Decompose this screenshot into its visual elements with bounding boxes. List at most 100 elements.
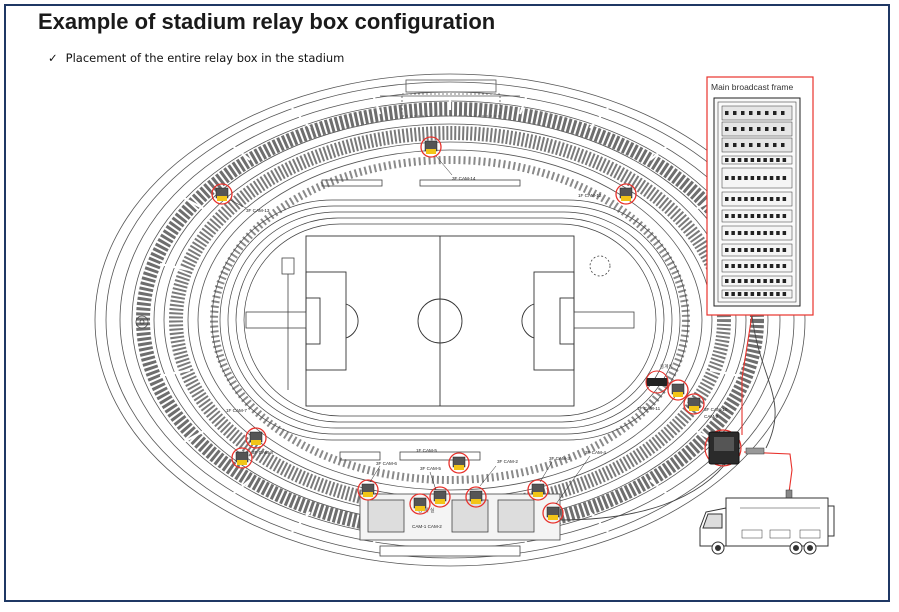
rack-port: [750, 231, 755, 235]
cam-label-3: 3F CAM-3: [549, 456, 570, 461]
relay-box-icon: [683, 393, 705, 415]
rack-port: [737, 264, 742, 268]
rack-port: [782, 197, 787, 201]
rack-port: [750, 279, 755, 283]
rack-port: [776, 176, 780, 180]
rack-port: [725, 231, 729, 235]
rack-port: [744, 197, 748, 201]
cam-label-14: 3F CAM-14: [452, 176, 476, 181]
rack-port: [776, 248, 780, 252]
rack-port: [769, 264, 774, 268]
rack-port: [757, 197, 761, 201]
rack-port: [725, 292, 729, 296]
rack-port: [757, 111, 761, 115]
rack-port: [757, 248, 761, 252]
rack-port: [781, 143, 785, 147]
rack-port: [744, 292, 748, 296]
cam-label-2: 3F CAM-2: [497, 459, 518, 464]
ob-truck-icon: [699, 497, 835, 555]
rack-port: [769, 197, 774, 201]
rack-port: [763, 264, 767, 268]
rack-port: [765, 111, 769, 115]
rack-port: [725, 158, 729, 162]
rack-port: [763, 197, 767, 201]
rack-port: [731, 158, 735, 162]
checkmark-icon: ✓: [48, 51, 58, 65]
rack-port: [749, 143, 753, 147]
cam-label-4: 3F CAM-4: [585, 450, 606, 455]
rack-port: [769, 214, 774, 218]
rack-label: Main broadcast frame: [711, 82, 793, 92]
relay-box-icon: [465, 486, 487, 508]
relay-box-icon: [357, 479, 379, 501]
rack-port: [741, 143, 745, 147]
rack-port: [725, 176, 729, 180]
rack-port: [744, 158, 748, 162]
cam-label-10: 3F CAM-10: [704, 407, 728, 412]
rack-port: [773, 127, 777, 131]
cam-label-9: CAM-9: [704, 414, 719, 419]
relay-box-icon: [667, 379, 689, 401]
rack-port: [733, 143, 737, 147]
rack-port: [782, 158, 787, 162]
cam-label-5: 3F CAM-5: [420, 466, 441, 471]
rack-port: [731, 214, 735, 218]
north-stand-structure: [380, 79, 520, 117]
rack-port: [763, 248, 767, 252]
rack-port: [750, 214, 755, 218]
rack-port: [773, 111, 777, 115]
rack-port: [782, 176, 787, 180]
bullet-text: Placement of the entire relay box in the…: [65, 51, 345, 65]
main-broadcast-frame: Main broadcast frame: [706, 76, 814, 316]
rack-port: [731, 279, 735, 283]
rack-port: [744, 264, 748, 268]
relay-box-icon: [527, 479, 549, 501]
rack-port: [776, 264, 780, 268]
cam-label-8: 3F CAM-8: [252, 450, 273, 455]
rack-port: [763, 176, 767, 180]
rack-port: [781, 127, 785, 131]
rack-port: [782, 279, 787, 283]
junction-box-icon: [645, 370, 669, 394]
control-room-label: 중 계 실: [418, 507, 435, 514]
rack-port: [725, 111, 729, 115]
rack-port: [733, 127, 737, 131]
rack-port: [744, 279, 748, 283]
relay-box-layer: [211, 136, 705, 524]
rack-port: [765, 127, 769, 131]
rack-port: [731, 292, 735, 296]
rack-port: [781, 111, 785, 115]
rack-port: [763, 231, 767, 235]
cam-label-12: 1F CAM-12: [578, 193, 602, 198]
rack-port: [769, 292, 774, 296]
relay-box-icon: [245, 427, 267, 449]
rack-port: [744, 176, 748, 180]
rack-port: [725, 279, 729, 283]
rack-cabinet-icon: [713, 97, 801, 307]
rack-port: [776, 197, 780, 201]
room-tag-label: 중계실: [660, 363, 673, 370]
rack-port: [725, 214, 729, 218]
rack-port: [757, 127, 761, 131]
rack-port: [782, 248, 787, 252]
rack-port: [782, 214, 787, 218]
rack-port: [737, 176, 742, 180]
rack-port: [776, 292, 780, 296]
running-track: [211, 199, 689, 441]
rack-port: [737, 158, 742, 162]
rack-port: [725, 264, 729, 268]
cam-label-1: CAM-1 CAM-2: [412, 524, 442, 529]
rack-port: [763, 279, 767, 283]
rack-port: [725, 248, 729, 252]
relay-box-icon: [420, 136, 442, 158]
rack-port: [769, 158, 774, 162]
cable-lines-dark: [559, 315, 776, 521]
rack-port: [773, 143, 777, 147]
rack-port: [731, 176, 735, 180]
rack-port: [763, 158, 767, 162]
rack-port: [757, 279, 761, 283]
rack-port: [737, 214, 742, 218]
camera-labels: 3F CAM-14 3F CAM-13 1F CAM-12 1F CAM-11 …: [226, 155, 728, 529]
rack-port: [776, 214, 780, 218]
rack-port: [763, 214, 767, 218]
